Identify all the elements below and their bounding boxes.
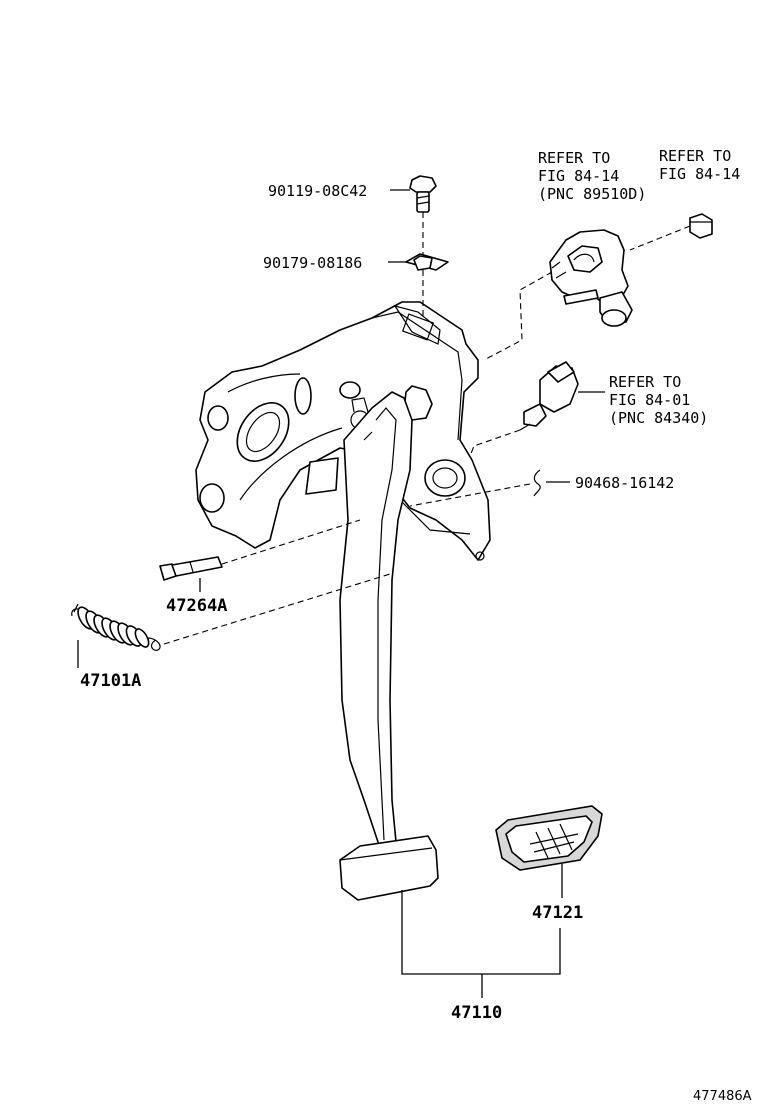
label-pedal: 47110 xyxy=(451,1003,502,1023)
pedal-pad-mounted xyxy=(339,835,439,901)
sensor-assembly xyxy=(549,229,633,327)
bolt-90119-08c42 xyxy=(409,175,437,213)
stop-lamp-switch xyxy=(519,361,579,431)
label-bolt: 90119-08C42 xyxy=(268,182,367,200)
pedal-bracket xyxy=(195,301,491,561)
spring-47101a xyxy=(71,603,161,651)
label-refer-left-3: (PNC 89510D) xyxy=(538,185,646,203)
label-refer-switch-1: REFER TO xyxy=(609,373,681,391)
dashed-lines xyxy=(163,212,691,645)
label-pin: 47264A xyxy=(166,596,227,616)
clip-90468-16142 xyxy=(533,469,541,497)
label-nut: 90179-08186 xyxy=(263,254,362,272)
label-refer-right-1: REFER TO xyxy=(659,147,731,165)
label-refer-left-1: REFER TO xyxy=(538,149,610,167)
label-refer-left-2: FIG 84-14 xyxy=(538,167,619,185)
pin-47264a xyxy=(159,556,223,581)
small-nut xyxy=(689,213,713,239)
label-clip: 90468-16142 xyxy=(575,474,674,492)
label-refer-switch-2: FIG 84-01 xyxy=(609,391,690,409)
label-spring: 47101A xyxy=(80,671,141,691)
nut-90179-08186 xyxy=(405,253,449,271)
pedal-pad-47121 xyxy=(495,805,603,871)
label-refer-right-2: FIG 84-14 xyxy=(659,165,740,183)
figure-id: 477486A xyxy=(693,1089,752,1104)
pedal-arm xyxy=(339,391,413,849)
label-refer-switch-3: (PNC 84340) xyxy=(609,409,708,427)
label-pad: 47121 xyxy=(532,903,583,923)
leader-lines xyxy=(77,189,605,998)
